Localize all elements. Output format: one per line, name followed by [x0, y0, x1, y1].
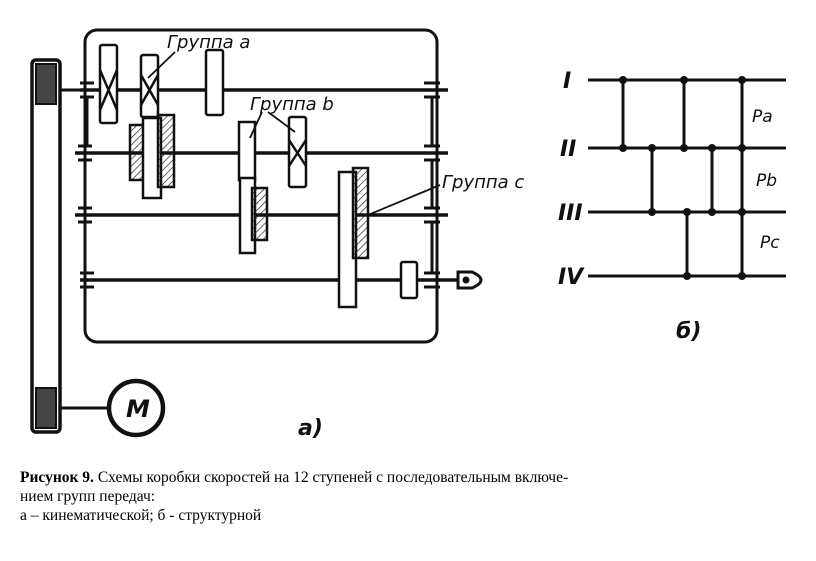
- caption-line-3: а – кинематической; б - структурной: [20, 507, 262, 524]
- bearings: [78, 81, 440, 289]
- drive-pulley: [35, 63, 57, 105]
- motor: [106, 378, 166, 438]
- gear-group-c: [238, 166, 419, 309]
- gear-group-a: [98, 43, 225, 125]
- subfigure-b-label: б): [676, 319, 701, 344]
- gearbox-diagram: Группа a Группа b Группа c M а) I II III…: [30, 28, 786, 441]
- shaft-label-2: II: [560, 137, 576, 162]
- group-b-label: Группа b: [250, 94, 334, 115]
- figure-number: Рисунок 9.: [20, 469, 94, 486]
- kinematic-scheme: [30, 28, 483, 438]
- caption-line-2: нием групп передач:: [20, 488, 156, 505]
- motor-label: M: [126, 395, 150, 423]
- gear-group-b: [128, 113, 308, 200]
- ratio-label-c: Pc: [760, 233, 780, 253]
- shaft-label-3: III: [558, 201, 583, 226]
- group-a-label: Группа a: [167, 32, 250, 53]
- ratio-label-b: Pb: [756, 171, 777, 191]
- output-coupling: [456, 270, 483, 290]
- figure-caption: Рисунок 9. Схемы коробки скоростей на 12…: [20, 468, 800, 525]
- gearbox-housing: [83, 28, 439, 344]
- caption-line-1: Схемы коробки скоростей на 12 ступеней с…: [97, 469, 569, 486]
- subfigure-a-label: а): [298, 416, 323, 441]
- belt-drive: [30, 58, 62, 434]
- ratio-label-a: Pa: [752, 107, 773, 127]
- structural-grid: [588, 76, 786, 280]
- group-c-label: Группа c: [442, 172, 524, 193]
- shaft-label-1: I: [563, 69, 571, 94]
- shaft-label-4: IV: [558, 265, 585, 290]
- motor-pulley: [35, 387, 57, 429]
